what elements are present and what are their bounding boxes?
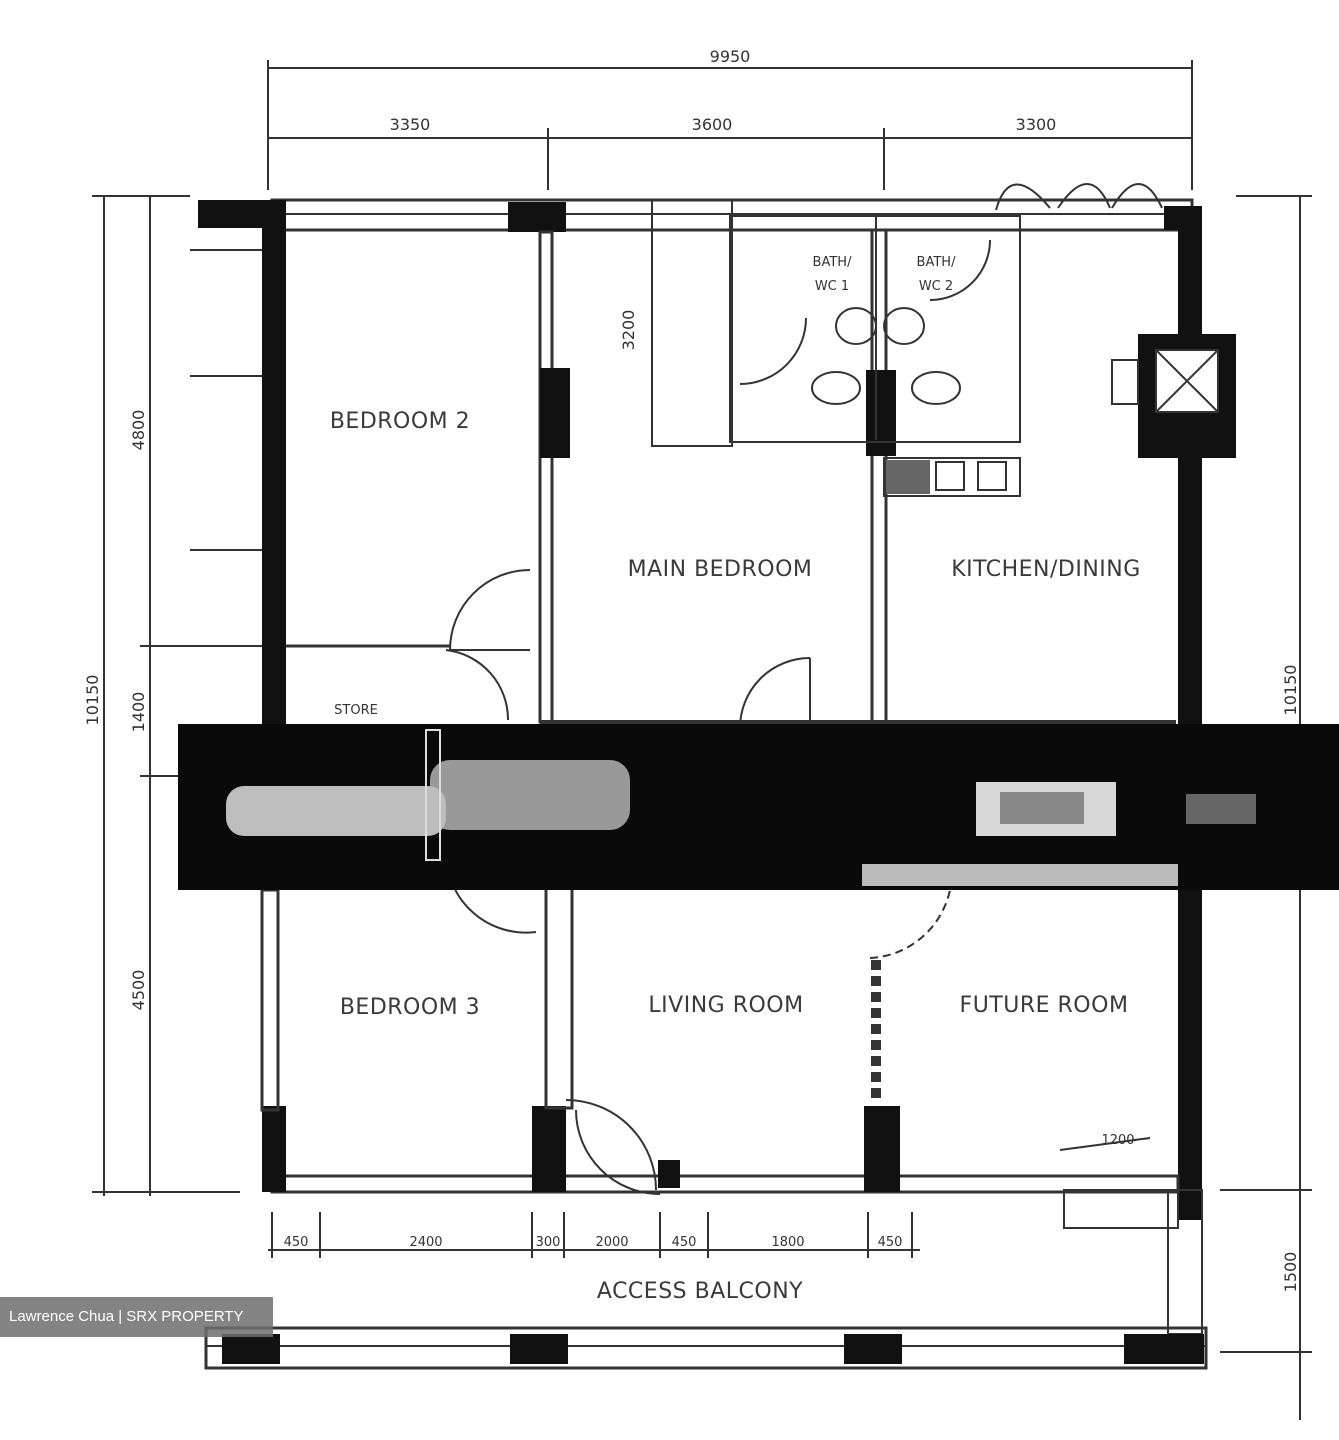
label-kitchen-dining: KITCHEN/DINING — [951, 557, 1141, 582]
dim-corridor-depth: 1500 — [1281, 1252, 1300, 1293]
left-dimensions — [92, 195, 300, 1196]
dim-left-mid: 1400 — [129, 692, 148, 733]
service-yard-doors — [995, 183, 1163, 211]
dim-left-lower: 4500 — [129, 970, 148, 1011]
label-bath-wc-2b: WC 2 — [919, 279, 953, 294]
label-future-room: FUTURE ROOM — [960, 993, 1129, 1018]
dim-top-seg-3: 3300 — [1016, 115, 1057, 134]
bathrooms — [651, 199, 1021, 497]
label-bath-wc-1: BATH/ — [813, 255, 853, 270]
label-living-room: LIVING ROOM — [648, 993, 803, 1018]
dim-bottom-2: 2400 — [409, 1235, 442, 1250]
bottom-dimensions — [268, 1212, 920, 1258]
dim-bottom-5: 450 — [672, 1235, 697, 1250]
dim-bath-depth: 3200 — [619, 310, 638, 351]
label-store: STORE — [334, 703, 378, 718]
dim-left-overall: 10150 — [83, 675, 102, 726]
dim-bottom-6: 1800 — [771, 1235, 804, 1250]
dim-bottom-7: 450 — [878, 1235, 903, 1250]
dim-bottom-4: 2000 — [595, 1235, 628, 1250]
top-dimensions — [267, 60, 1193, 190]
service-duct — [1111, 334, 1236, 458]
label-main-bedroom: MAIN BEDROOM — [628, 557, 813, 582]
label-bedroom-2: BEDROOM 2 — [330, 409, 470, 434]
kitchen-sink-shade — [886, 460, 930, 494]
redacted-band — [178, 724, 1339, 890]
dim-top-overall: 9950 — [710, 47, 751, 66]
dim-left-upper: 4800 — [129, 410, 148, 451]
label-bedroom-3: BEDROOM 3 — [340, 995, 480, 1020]
label-access-balcony: ACCESS BALCONY — [597, 1279, 803, 1304]
label-bath-wc-1b: WC 1 — [815, 279, 849, 294]
dim-top-seg-2: 3600 — [692, 115, 733, 134]
dim-bottom-3: 300 — [536, 1235, 561, 1250]
dim-top-seg-1: 3350 — [390, 115, 431, 134]
dim-bottom-1: 450 — [284, 1235, 309, 1250]
dim-right-overall: 10150 — [1281, 665, 1300, 716]
dim-ledge: 1200 — [1101, 1133, 1134, 1148]
access-balcony — [204, 1137, 1208, 1370]
watermark: Lawrence Chua | SRX PROPERTY — [0, 1297, 273, 1337]
label-bath-wc-2: BATH/ — [917, 255, 957, 270]
